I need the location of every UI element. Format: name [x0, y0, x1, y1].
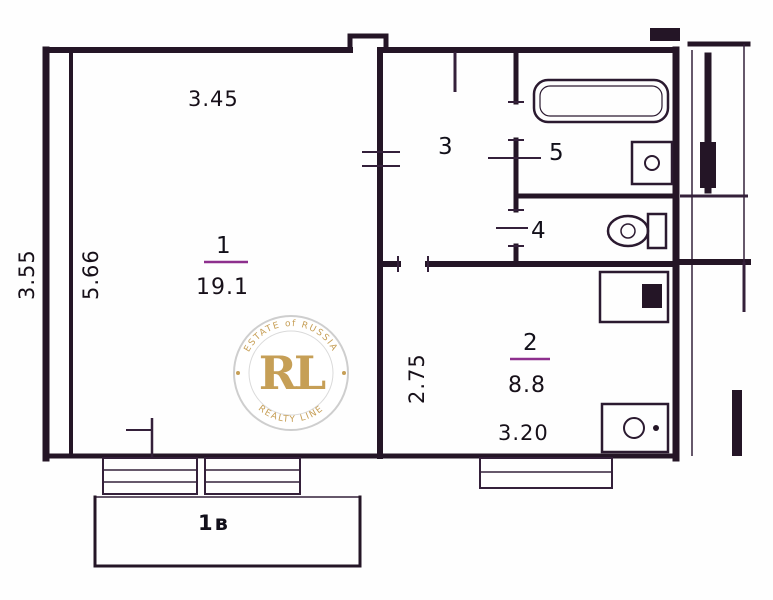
balcony-outline [93, 495, 362, 568]
washbasin-icon [630, 140, 674, 186]
dim-kitchen-depth: 2.75 [405, 353, 429, 404]
balcony [93, 495, 362, 568]
window-kitchen [479, 457, 613, 489]
toilet-bowl-icon [606, 214, 650, 248]
labels: 3.45 3.55 5.66 2.75 3.20 1 19.1 3 5 4 2 … [15, 87, 564, 535]
neighbor-shaft-block [700, 142, 716, 188]
dim-outer-left: 3.55 [15, 249, 39, 300]
room4-number: 4 [531, 218, 546, 244]
stove-burner-icon [642, 284, 662, 308]
watermark: ESTATE of RUSSIA REALTY LINE RL [233, 315, 349, 431]
washbasin-drain-icon [644, 155, 660, 171]
kitchen-sink-icon [600, 402, 670, 454]
bathtub-inner-icon [539, 85, 663, 117]
wall-top-notch [347, 33, 389, 53]
dim-room1-depth: 5.66 [79, 249, 103, 300]
watermark-outer-ring [233, 315, 349, 431]
bathtub-icon [532, 78, 670, 124]
windows [102, 418, 613, 495]
room2-number: 2 [523, 330, 538, 356]
vent-shaft-top [650, 28, 680, 41]
stove-icon [598, 270, 670, 324]
neighbor-pier-block [732, 390, 742, 456]
dim-kitchen-width: 3.20 [498, 421, 549, 445]
balcony-label: 1в [198, 511, 230, 535]
toilet-bowl-inner-icon [620, 223, 636, 239]
fixtures [532, 78, 674, 454]
watermark-monogram: RL [259, 346, 326, 400]
room1-area: 19.1 [196, 275, 249, 300]
room5-number: 5 [549, 140, 564, 166]
kitchen-sink-drain-icon [623, 417, 645, 439]
outer-walls [42, 33, 680, 462]
room3-number: 3 [438, 134, 453, 160]
toilet-tank-icon [646, 212, 668, 250]
watermark-inner-ring [248, 330, 334, 416]
room2-area: 8.8 [508, 373, 546, 398]
room1-number: 1 [216, 233, 231, 259]
adjacent-structures [650, 28, 751, 456]
window-room1-right [204, 457, 301, 495]
kitchen-sink-tap-icon [653, 425, 659, 431]
watermark-dot-left [236, 371, 240, 375]
interior-walls [362, 47, 679, 459]
watermark-dot-right [342, 371, 346, 375]
dim-room1-width: 3.45 [188, 87, 239, 111]
window-room1-left [102, 457, 198, 495]
